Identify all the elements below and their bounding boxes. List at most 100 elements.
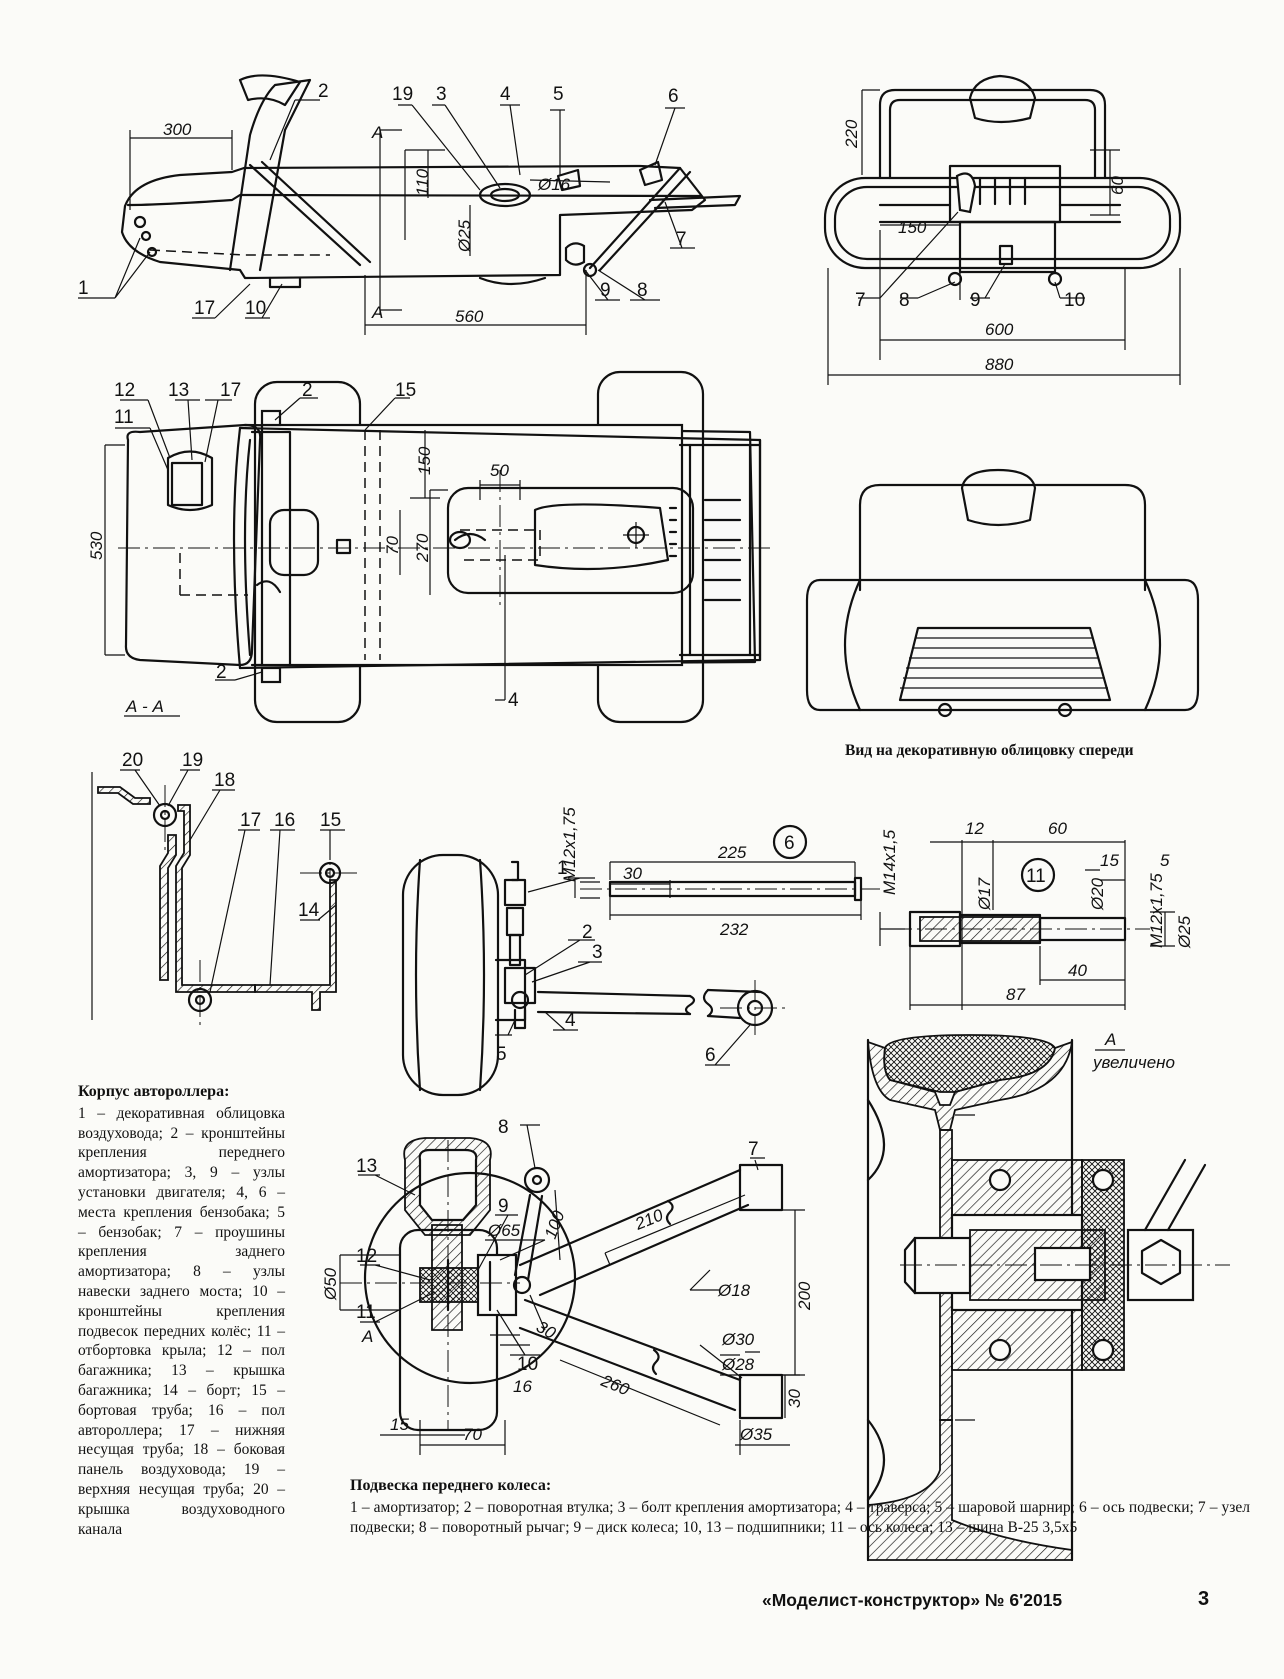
callout-12: 12: [114, 380, 135, 401]
dim-100: 100: [541, 1208, 569, 1242]
callout-wheel-7: 7: [748, 1139, 759, 1160]
dim-d30: Ø30: [721, 1330, 755, 1349]
callout-11: 11: [114, 407, 134, 428]
dim-260: 260: [598, 1371, 633, 1400]
dim-225: 225: [717, 843, 747, 862]
decorative-cover-view: [805, 468, 1200, 718]
callout-3: 3: [436, 84, 447, 105]
suspension-side-view: M12x1,75 1 2 3 4 5 6: [401, 807, 790, 1097]
wheel-suspension-view: 8 7 13 9 12 11 10 А Ø65 100 210 Ø18 Ø50 …: [321, 1117, 814, 1455]
dim-d20: Ø20: [1088, 877, 1107, 911]
axle-11-number: 11: [1026, 866, 1046, 887]
callout-17: 17: [194, 298, 215, 319]
callout-13: 13: [168, 380, 189, 401]
callout-18: 18: [214, 770, 235, 791]
callout-8: 8: [637, 280, 648, 301]
callout-17-plan: 17: [220, 380, 241, 401]
callout-4-plan: 4: [508, 690, 519, 711]
callout-15-section: 15: [320, 810, 341, 831]
callout-16: 16: [274, 810, 295, 831]
detail-a-enlarged: А увеличено: [866, 1030, 1230, 1562]
callout-susp-6: 6: [705, 1045, 716, 1066]
callout-19-section: 19: [182, 750, 203, 771]
callout-20: 20: [122, 750, 143, 771]
legend-suspension-title: Подвеска переднего колеса:: [350, 1477, 552, 1494]
callout-6: 6: [668, 86, 679, 107]
dim-15-wheel: 15: [390, 1415, 409, 1434]
callout-front-7: 7: [855, 290, 866, 311]
dim-d50: Ø50: [321, 1267, 340, 1301]
callout-susp-4: 4: [565, 1010, 576, 1031]
dim-270: 270: [413, 533, 432, 563]
callout-wheel-13: 13: [356, 1156, 377, 1177]
legend-suspension: Подвеска переднего колеса: 1 – амортизат…: [350, 1476, 1250, 1537]
dim-60-front: 60: [1108, 176, 1127, 195]
dim-530: 530: [87, 531, 106, 560]
dim-30-wheel-b: 30: [785, 1389, 804, 1408]
callout-5: 5: [553, 84, 564, 105]
dim-d16: Ø16: [537, 175, 571, 194]
callout-wheel-10: 10: [517, 1354, 538, 1375]
callout-wheel-8: 8: [498, 1117, 509, 1138]
legend-suspension-text: 1 – амортизатор; 2 – поворотная втулка; …: [350, 1498, 1250, 1536]
legend-body-title: Корпус автороллера:: [78, 1083, 230, 1100]
legend-body: Корпус автороллера: 1 – декоративная обл…: [78, 1082, 285, 1539]
dim-300: 300: [163, 120, 192, 139]
dim-d25: Ø25: [455, 219, 474, 253]
dim-110: 110: [413, 168, 432, 196]
callout-10: 10: [245, 298, 266, 319]
side-view: 300 110 Ø25 Ø16 560 А А 1 2 19 3 4 5 6 7…: [78, 74, 742, 335]
section-label-aa: А - А: [125, 697, 164, 716]
callout-wheel-12: 12: [356, 1246, 377, 1267]
dim-m14: M14x1,5: [880, 829, 899, 895]
callout-2-plan-top: 2: [302, 380, 313, 401]
view-caption: Вид на декоративную облицовку спереди: [845, 742, 1134, 759]
callout-7: 7: [676, 229, 687, 250]
dim-d28: Ø28: [721, 1355, 755, 1374]
cut-mark-a-top: А: [371, 123, 383, 142]
callout-front-8: 8: [899, 290, 910, 311]
callout-2: 2: [318, 81, 329, 102]
detail-a-title: А: [1104, 1030, 1116, 1049]
legend-body-text: 1 – декоративная облицовка воздуховода; …: [78, 1104, 285, 1538]
callout-wheel-11: 11: [356, 1302, 376, 1323]
callout-2-plan-bottom: 2: [216, 662, 227, 683]
dim-150-plan: 150: [415, 446, 434, 475]
callout-4: 4: [500, 84, 511, 105]
dim-16: 16: [513, 1377, 532, 1396]
axle-11-detail: 11 M14x1,5 12 60 15 5 Ø17 Ø20 M12x1,75 Ø…: [879, 819, 1194, 1010]
callout-front-9: 9: [970, 290, 981, 311]
dim-5: 5: [1160, 851, 1170, 870]
dim-560: 560: [455, 307, 484, 326]
journal-footer: «Моделист-конструктор» № 6'2015: [762, 1590, 1063, 1610]
page-number: 3: [1198, 1588, 1210, 1610]
callout-15-plan: 15: [395, 380, 416, 401]
dim-220: 220: [842, 119, 861, 149]
callout-front-10: 10: [1064, 290, 1085, 311]
dim-200: 200: [795, 1281, 814, 1311]
front-view: 220 60 150 600 880 7 8 9 10: [823, 74, 1182, 385]
dim-150-front: 150: [898, 218, 927, 237]
callout-susp-2: 2: [582, 922, 593, 943]
callout-17-section: 17: [240, 810, 261, 831]
plan-view: 530 150 50 270 70 12 13 17 11 2 15 2 4 А…: [87, 370, 770, 724]
callout-19: 19: [392, 84, 413, 105]
dim-600: 600: [985, 320, 1014, 339]
dim-d65: Ø65: [487, 1221, 521, 1240]
dim-880: 880: [985, 355, 1014, 374]
callout-wheel-9: 9: [498, 1196, 509, 1217]
dim-50: 50: [490, 461, 509, 480]
cut-mark-a-bottom: А: [371, 303, 383, 322]
dim-70-wheel: 70: [463, 1425, 482, 1444]
dim-d35: Ø35: [739, 1425, 773, 1444]
callout-susp-5: 5: [496, 1044, 507, 1065]
dim-d18: Ø18: [717, 1281, 751, 1300]
callout-9: 9: [600, 280, 611, 301]
callout-14: 14: [298, 900, 320, 921]
dim-m12-susp: M12x1,75: [560, 807, 579, 882]
detail-a-subtitle: увеличено: [1092, 1053, 1175, 1072]
dim-15-axle11: 15: [1100, 851, 1119, 870]
dim-232: 232: [719, 920, 749, 939]
dim-87: 87: [1006, 985, 1025, 1004]
